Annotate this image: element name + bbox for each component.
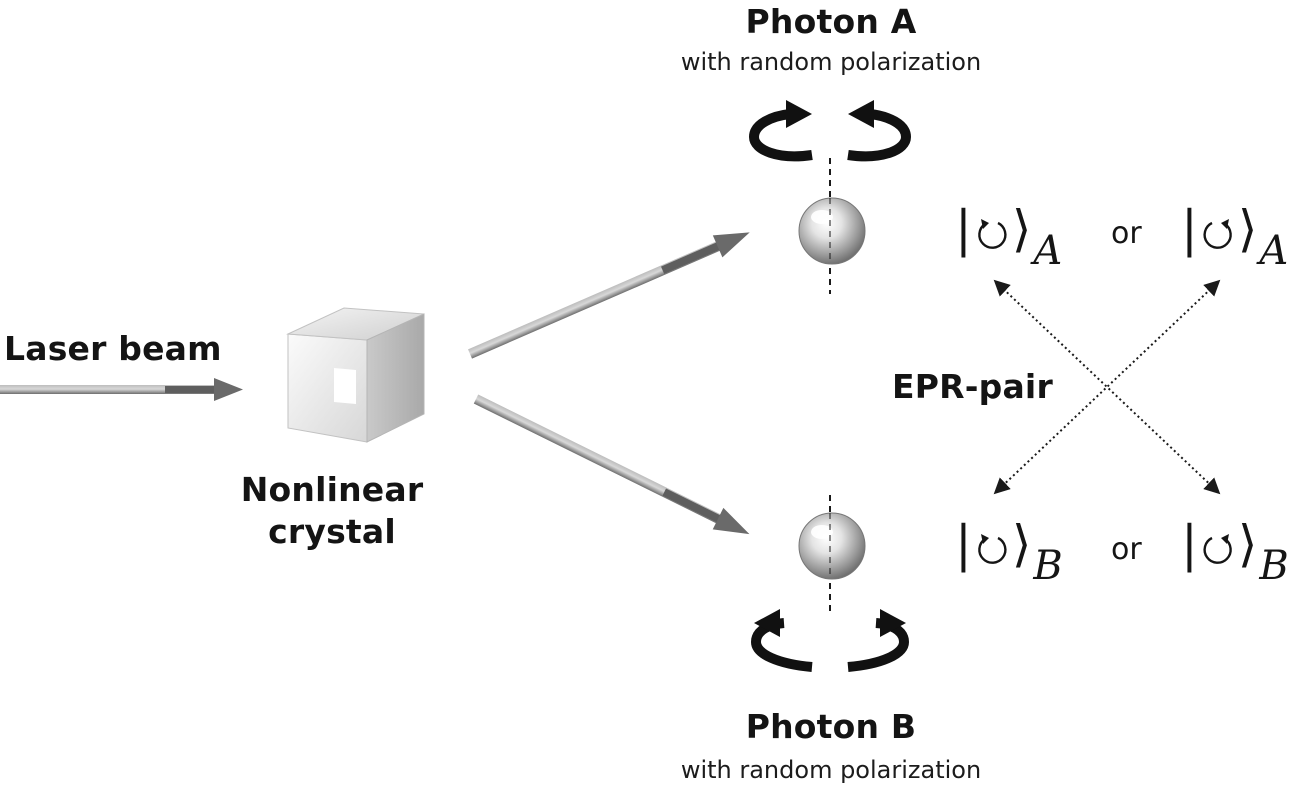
ket-a-right-subscript: A bbox=[1259, 228, 1289, 274]
photon-a-sphere bbox=[798, 158, 866, 294]
laser-beam-label: Laser beam bbox=[4, 329, 222, 368]
ket-b-left-subscript: B bbox=[1033, 543, 1063, 589]
photon-b-title: Photon B bbox=[745, 707, 917, 746]
or-a: or bbox=[1111, 216, 1142, 251]
ket-b-right-subscript: B bbox=[1259, 543, 1289, 589]
lower-beam-arrow bbox=[473, 394, 750, 535]
ket-a-counterclockwise: |⟩A bbox=[955, 200, 1063, 274]
photon-a-right-rotation-icon bbox=[847, 100, 912, 162]
photon-b-right-rotation-icon bbox=[847, 609, 910, 672]
ket-b-counterclockwise: |⟩B bbox=[955, 515, 1063, 589]
photon-a-left-rotation-icon bbox=[748, 100, 813, 162]
epr-pair-label: EPR-pair bbox=[892, 367, 1053, 406]
crystal-label-line2: crystal bbox=[268, 512, 396, 551]
ket-a-clockwise: |⟩A bbox=[1181, 200, 1289, 274]
photon-b-sphere bbox=[798, 495, 866, 612]
crystal-label-line1: Nonlinear bbox=[240, 470, 424, 509]
clockwise-circle-icon bbox=[1198, 524, 1238, 564]
ket-a-left-subscript: A bbox=[1033, 228, 1063, 274]
upper-beam-arrow bbox=[468, 232, 750, 359]
photon-b-left-rotation-icon bbox=[750, 609, 813, 672]
counterclockwise-circle-icon bbox=[972, 524, 1012, 564]
or-b: or bbox=[1111, 532, 1142, 567]
photon-a-subtitle: with random polarization bbox=[680, 48, 982, 76]
ket-b-clockwise: |⟩B bbox=[1181, 515, 1289, 589]
photon-b-subtitle: with random polarization bbox=[680, 756, 982, 784]
counterclockwise-circle-icon bbox=[972, 209, 1012, 249]
crystal-label: Nonlinear crystal bbox=[241, 469, 424, 553]
nonlinear-crystal bbox=[286, 307, 425, 443]
laser-beam-arrow bbox=[0, 378, 243, 401]
epr-correlation-arrows bbox=[993, 279, 1221, 495]
clockwise-circle-icon bbox=[1198, 209, 1238, 249]
photon-a-title: Photon A bbox=[745, 2, 917, 41]
